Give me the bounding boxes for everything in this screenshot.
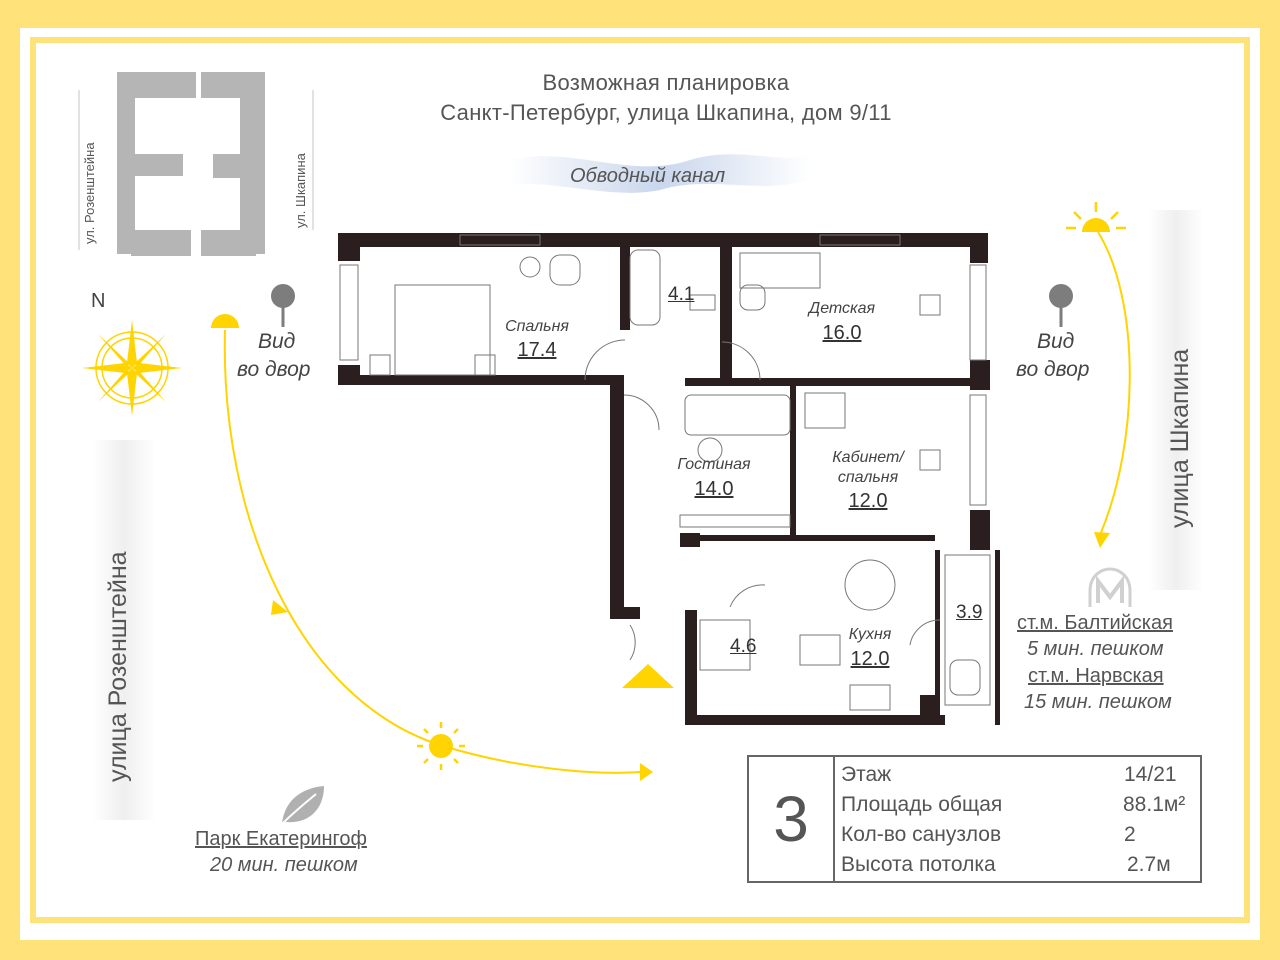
info-label-ceiling: Высота потолка — [841, 853, 996, 876]
metro-time1: 5 мин. пешком — [1027, 638, 1164, 660]
room-kitchen-name: Кухня — [848, 626, 892, 643]
leaf-icon — [281, 786, 324, 825]
room-bedroom-name: Спальня — [505, 318, 569, 335]
location-pin-icon — [271, 284, 295, 327]
park-name[interactable]: Парк Екатерингоф — [195, 828, 367, 850]
metro-station1[interactable]: ст.м. Балтийская — [1017, 612, 1173, 634]
floor-plan — [338, 233, 1000, 725]
room-bedroom-area: 17.4 — [517, 339, 557, 361]
park-time: 20 мин. пешком — [210, 854, 358, 876]
location-pin-icon — [1049, 284, 1073, 327]
room-office-name2: спальня — [837, 469, 899, 486]
apartment-info-box: 3 Этаж 14/21 Площадь общая 88.1м² Кол-во… — [747, 755, 1202, 883]
info-label-area: Площадь общая — [841, 793, 1003, 816]
compass-rose-icon — [82, 320, 182, 416]
title-line2: Санкт-Петербург, улица Шкапина, дом 9/11 — [440, 100, 892, 125]
room-kitchen-area: 12.0 — [850, 648, 890, 670]
room-living-name: Гостиная — [677, 456, 751, 473]
info-value-ceiling: 2.7м — [1127, 853, 1171, 876]
canal-wave — [510, 154, 810, 193]
info-value-floor: 14/21 — [1124, 763, 1177, 786]
rooms-count: 3 — [749, 757, 835, 881]
metro-time2: 15 мин. пешком — [1024, 691, 1172, 713]
title-line1: Возможная планировка — [542, 70, 790, 95]
street-big-right: улица Шкапина — [1166, 348, 1194, 528]
info-value-area: 88.1м² — [1123, 793, 1186, 816]
room-bath2-area: 4.6 — [730, 636, 757, 657]
canal-label: Обводный канал — [570, 165, 726, 187]
room-kids-area: 16.0 — [822, 322, 862, 344]
room-living-area: 14.0 — [694, 478, 734, 500]
info-value-bathrooms: 2 — [1124, 823, 1136, 846]
view-left-line1: Вид — [258, 330, 296, 353]
view-right-line1: Вид — [1037, 330, 1075, 353]
room-office-name1: Кабинет/ — [832, 449, 904, 466]
room-bath1-area: 4.1 — [668, 284, 695, 305]
info-label-floor: Этаж — [841, 763, 892, 786]
room-balcony-area: 3.9 — [956, 602, 983, 623]
street-big-left: улица Розенштейна — [104, 551, 132, 782]
north-label: N — [91, 290, 106, 312]
entrance-icon — [622, 664, 674, 688]
metro-icon — [1088, 567, 1132, 607]
room-office-area: 12.0 — [848, 490, 888, 512]
view-right-line2: во двор — [1016, 358, 1090, 381]
room-kids-name: Детская — [808, 300, 876, 317]
view-left-line2: во двор — [237, 358, 311, 381]
metro-station2[interactable]: ст.м. Нарвская — [1028, 665, 1164, 687]
building-scheme-icon — [117, 72, 265, 256]
info-label-bathrooms: Кол-во санузлов — [841, 823, 1002, 846]
